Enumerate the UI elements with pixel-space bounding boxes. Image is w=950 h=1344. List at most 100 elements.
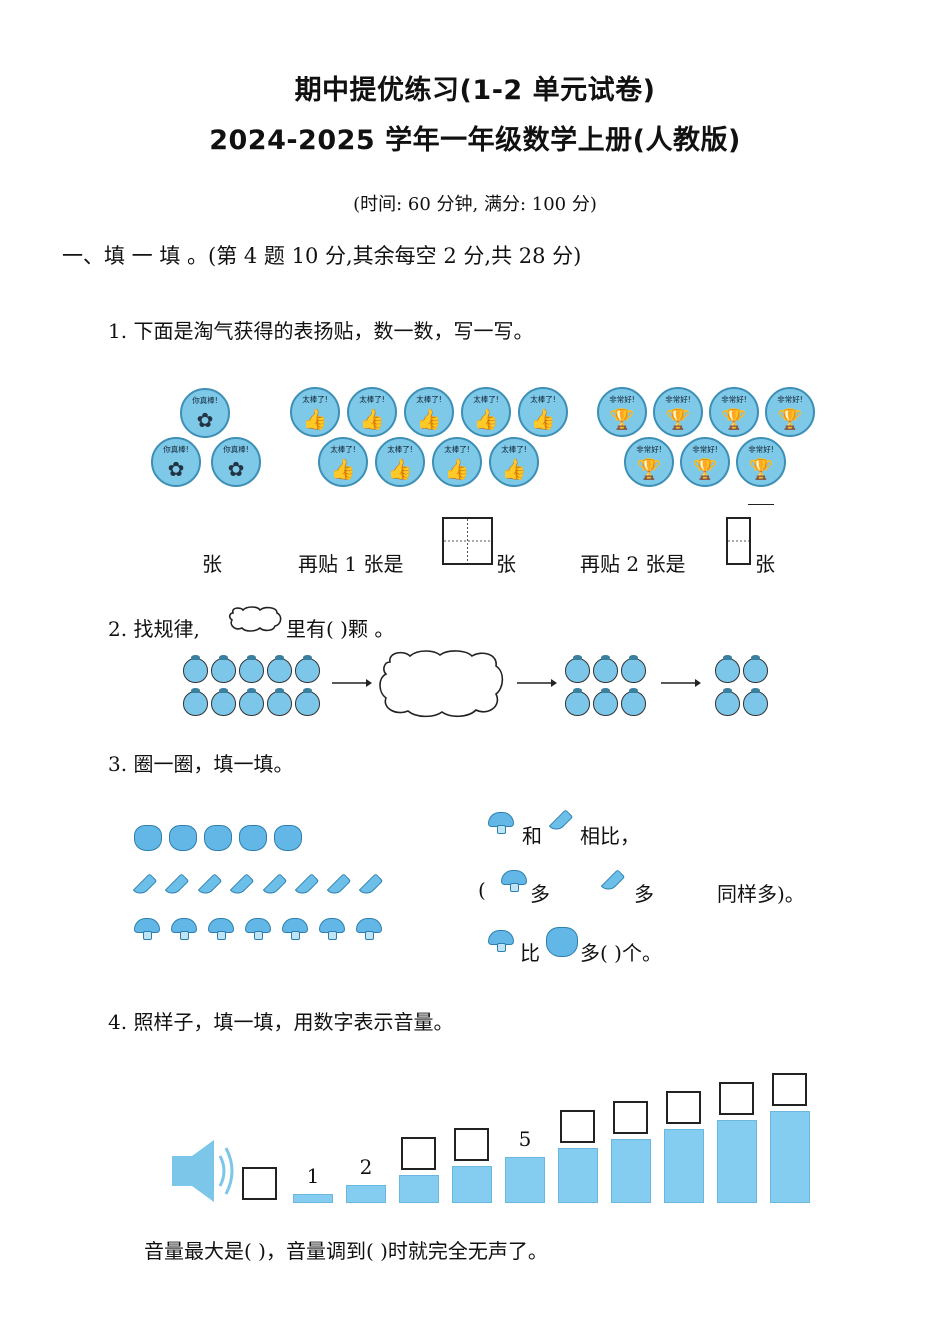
thumbs-up-icon: 👍 (359, 407, 385, 431)
q1-prompt: 1. 下面是淘气获得的表扬贴，数一数，写一写。 (108, 319, 534, 343)
q1-unit-3: 张 (755, 552, 775, 576)
trophy-icon: 🏆 (665, 407, 691, 431)
flower-icon: ✿ (167, 457, 185, 481)
trophy-icon: 🏆 (748, 457, 774, 481)
divider-line (748, 504, 774, 505)
sticker: 太棒了!👍 (290, 387, 340, 437)
q1-add-two-text: 再贴 2 张是 (580, 552, 686, 576)
q1-add-one-text: 再贴 1 张是 (298, 552, 404, 576)
volume-label-1: 1 (306, 1164, 320, 1188)
thumbs-up-icon: 👍 (302, 407, 328, 431)
thumbs-up-icon: 👍 (416, 407, 442, 431)
volume-answer-box-7[interactable] (613, 1101, 648, 1134)
carrot-icon (132, 873, 158, 898)
carrot-icon (600, 869, 626, 894)
volume-answer-box-8[interactable] (666, 1091, 701, 1124)
q2-prompt-prefix: 2. 找规律, (108, 617, 200, 641)
volume-answer-box-9[interactable] (719, 1082, 754, 1115)
volume-answer-box-3[interactable] (401, 1137, 436, 1170)
strawberry-icon (715, 688, 740, 716)
q3-choice-more2[interactable]: 多 (634, 882, 654, 906)
exam-subtitle: 2024-2025 学年一年级数学上册(人教版) (209, 125, 741, 156)
single-frame-box[interactable] (726, 517, 751, 565)
sticker: 非常好!🏆 (597, 387, 647, 437)
mushroom-icon (319, 918, 345, 940)
strawberry-icon (267, 688, 292, 716)
strawberry-icon (183, 655, 208, 683)
q3-compare-and: 和 (522, 824, 542, 848)
carrot-icon (326, 873, 352, 898)
mushroom-icon (208, 918, 234, 940)
ten-frame-box[interactable] (442, 517, 493, 565)
q3-diff-suffix: 多( )个。 (580, 941, 662, 965)
mushroom-icon (282, 918, 308, 940)
volume-answer-box-0[interactable] (242, 1167, 277, 1200)
strawberry-icon (183, 688, 208, 716)
strawberry-icon (743, 688, 768, 716)
sticker: 非常好!🏆 (680, 437, 730, 487)
thumbs-up-icon: 👍 (330, 457, 356, 481)
sticker: 非常好!🏆 (709, 387, 759, 437)
strawberry-icon (295, 688, 320, 716)
mushroom-icon (488, 930, 514, 952)
cloud-icon-inline (227, 605, 283, 633)
trophy-icon: 🏆 (777, 407, 803, 431)
mushroom-icon (501, 870, 527, 892)
speaker-icon (172, 1140, 234, 1202)
strawberry-icon (267, 655, 292, 683)
thumbs-up-icon: 👍 (387, 457, 413, 481)
strawberry-icon (211, 688, 236, 716)
single-frame-icon (726, 517, 751, 565)
q3-compare-suffix: 相比， (580, 824, 640, 848)
arrow-right-icon (332, 679, 372, 687)
trophy-icon: 🏆 (636, 457, 662, 481)
sticker: 太棒了!👍 (518, 387, 568, 437)
mushroom-icon (356, 918, 382, 940)
carrot-icon (197, 873, 223, 898)
volume-bar-4 (452, 1166, 492, 1203)
volume-bar-1 (293, 1194, 333, 1203)
sticker: 太棒了!👍 (432, 437, 482, 487)
volume-answer-box-6[interactable] (560, 1110, 595, 1143)
strawberry-icon (621, 655, 646, 683)
q3-choice-more1[interactable]: 多 (530, 882, 550, 906)
thumbs-up-icon: 👍 (473, 407, 499, 431)
volume-bar-6 (558, 1148, 598, 1203)
sticker: 太棒了!👍 (404, 387, 454, 437)
q3-choice-open: ( (478, 878, 486, 902)
volume-bar-7 (611, 1139, 651, 1203)
trophy-icon: 🏆 (609, 407, 635, 431)
strawberry-icon (565, 655, 590, 683)
q4-prompt: 4. 照样子，填一填，用数字表示音量。 (108, 1010, 454, 1034)
q3-prompt: 3. 圈一圈，填一填。 (108, 752, 294, 776)
volume-answer-box-4[interactable] (454, 1128, 489, 1161)
section-heading: 一、填 一 填 。(第 4 题 10 分,其余每空 2 分,共 28 分) (62, 244, 582, 268)
apple-icon (274, 825, 302, 851)
strawberry-icon (211, 655, 236, 683)
mushroom-icon (488, 812, 514, 834)
sticker: 你真棒!✿ (151, 437, 201, 487)
volume-label-5: 5 (518, 1127, 532, 1151)
volume-bar-2 (346, 1185, 386, 1203)
sticker: 太棒了!👍 (318, 437, 368, 487)
sticker: 太棒了!👍 (347, 387, 397, 437)
arrow-right-icon (661, 679, 701, 687)
arrow-right-icon (517, 679, 557, 687)
q3-diff-than: 比 (520, 941, 540, 965)
time-info: (时间: 60 分钟, 满分: 100 分) (353, 194, 597, 215)
strawberry-icon (715, 655, 740, 683)
apple-icon (134, 825, 162, 851)
strawberry-icon (593, 655, 618, 683)
strawberry-icon (239, 655, 264, 683)
thumbs-up-icon: 👍 (501, 457, 527, 481)
cloud-icon (228, 606, 282, 632)
strawberry-icon (743, 655, 768, 683)
mushroom-icon (134, 918, 160, 940)
strawberry-icon (295, 655, 320, 683)
q3-choice-same[interactable]: 同样多)。 (717, 882, 805, 906)
volume-label-2: 2 (359, 1155, 373, 1179)
volume-answer-box-10[interactable] (772, 1073, 807, 1106)
apple-icon (546, 927, 578, 957)
sticker: 非常好!🏆 (653, 387, 703, 437)
cloud-blank-icon[interactable] (378, 648, 506, 720)
